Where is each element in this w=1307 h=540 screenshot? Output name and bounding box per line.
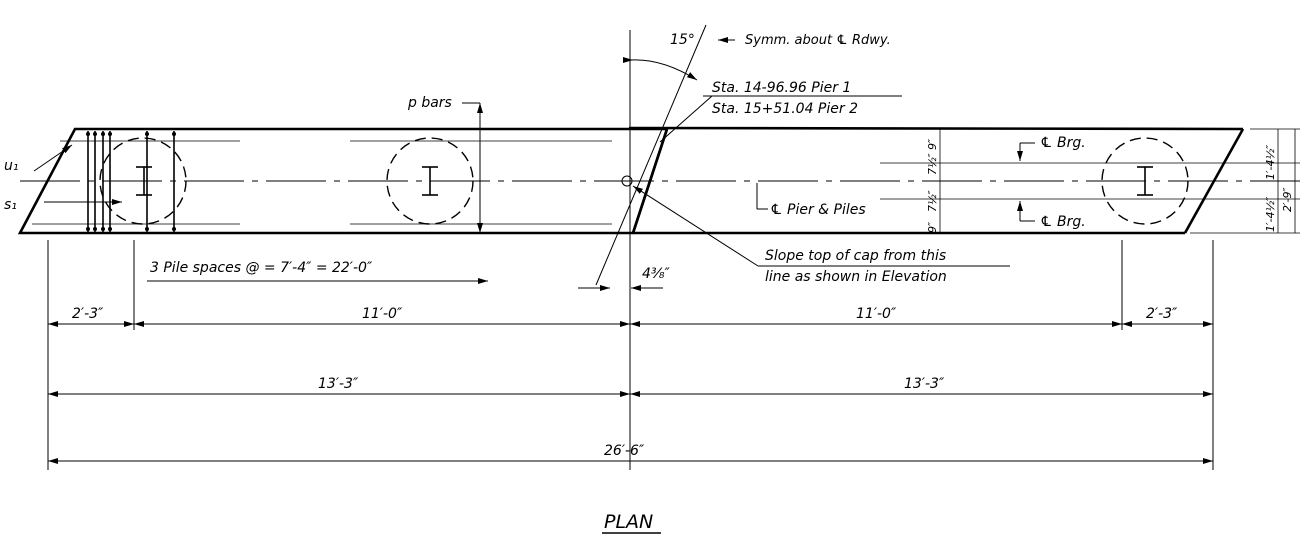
pile-center-left [386, 137, 474, 225]
station-leader [659, 95, 902, 143]
slope-note-line2: line as shown in Elevation [765, 269, 947, 285]
vdim-outer-0: 1′-4½″ [1264, 196, 1277, 232]
vdim-inner-3: 9″ [926, 138, 939, 150]
cl-brg-leaders [1017, 142, 1035, 222]
vdim-total: 2′-9″ [1281, 187, 1294, 212]
vdim-inner-2: 7½″ [926, 152, 939, 175]
dim-row2-1: 13′-3″ [904, 376, 945, 392]
cl-pier-piles-label: ℄ Pier & Piles [770, 202, 866, 218]
vdim-inner-1: 7½″ [926, 189, 939, 212]
pile-left [99, 137, 187, 225]
dim-row1-0: 2′-3″ [72, 306, 104, 322]
symmetry-note: Symm. about ℄ Rdwy. [745, 33, 891, 48]
vdim-inner-0: 9″ [926, 221, 939, 233]
vertical-dimensions [939, 128, 1300, 234]
pile-right [1101, 137, 1189, 225]
pile-spacing-label: 3 Pile spaces @ = 7′-4″ = 22′-0″ [150, 260, 373, 276]
dim-row1-3: 2′-3″ [1146, 306, 1178, 322]
skew-angle-label: 15° [670, 32, 695, 48]
station-pier2-label: Sta. 15+51.04 Pier 2 [712, 101, 858, 117]
cl-pier-leader [756, 183, 768, 210]
slope-leader [632, 185, 1010, 267]
slope-note-line1: Slope top of cap from this [765, 248, 946, 264]
dim-row1-2: 11′-0″ [856, 306, 897, 322]
drawing-title: PLAN [604, 511, 653, 533]
vdim-outer-1: 1′-4½″ [1264, 144, 1277, 180]
station-pier1-label: Sta. 14-96.96 Pier 1 [712, 80, 851, 96]
p-bars-leader [462, 102, 483, 233]
dim-row2-0: 13′-3″ [318, 376, 359, 392]
s1-label: s₁ [4, 197, 17, 213]
u1-label: u₁ [4, 158, 19, 174]
cl-brg-top-label: ℄ Brg. [1040, 135, 1086, 151]
extension-lines [47, 240, 1214, 470]
cl-brg-bottom-label: ℄ Brg. [1040, 214, 1086, 230]
dim-row1-1: 11′-0″ [362, 306, 403, 322]
u1-leader [33, 144, 73, 172]
p-bars-label: p bars [407, 95, 452, 111]
offset-dimension-label: 4³⁄₈″ [642, 266, 670, 282]
dim-row3-0: 26′-6″ [604, 443, 645, 459]
